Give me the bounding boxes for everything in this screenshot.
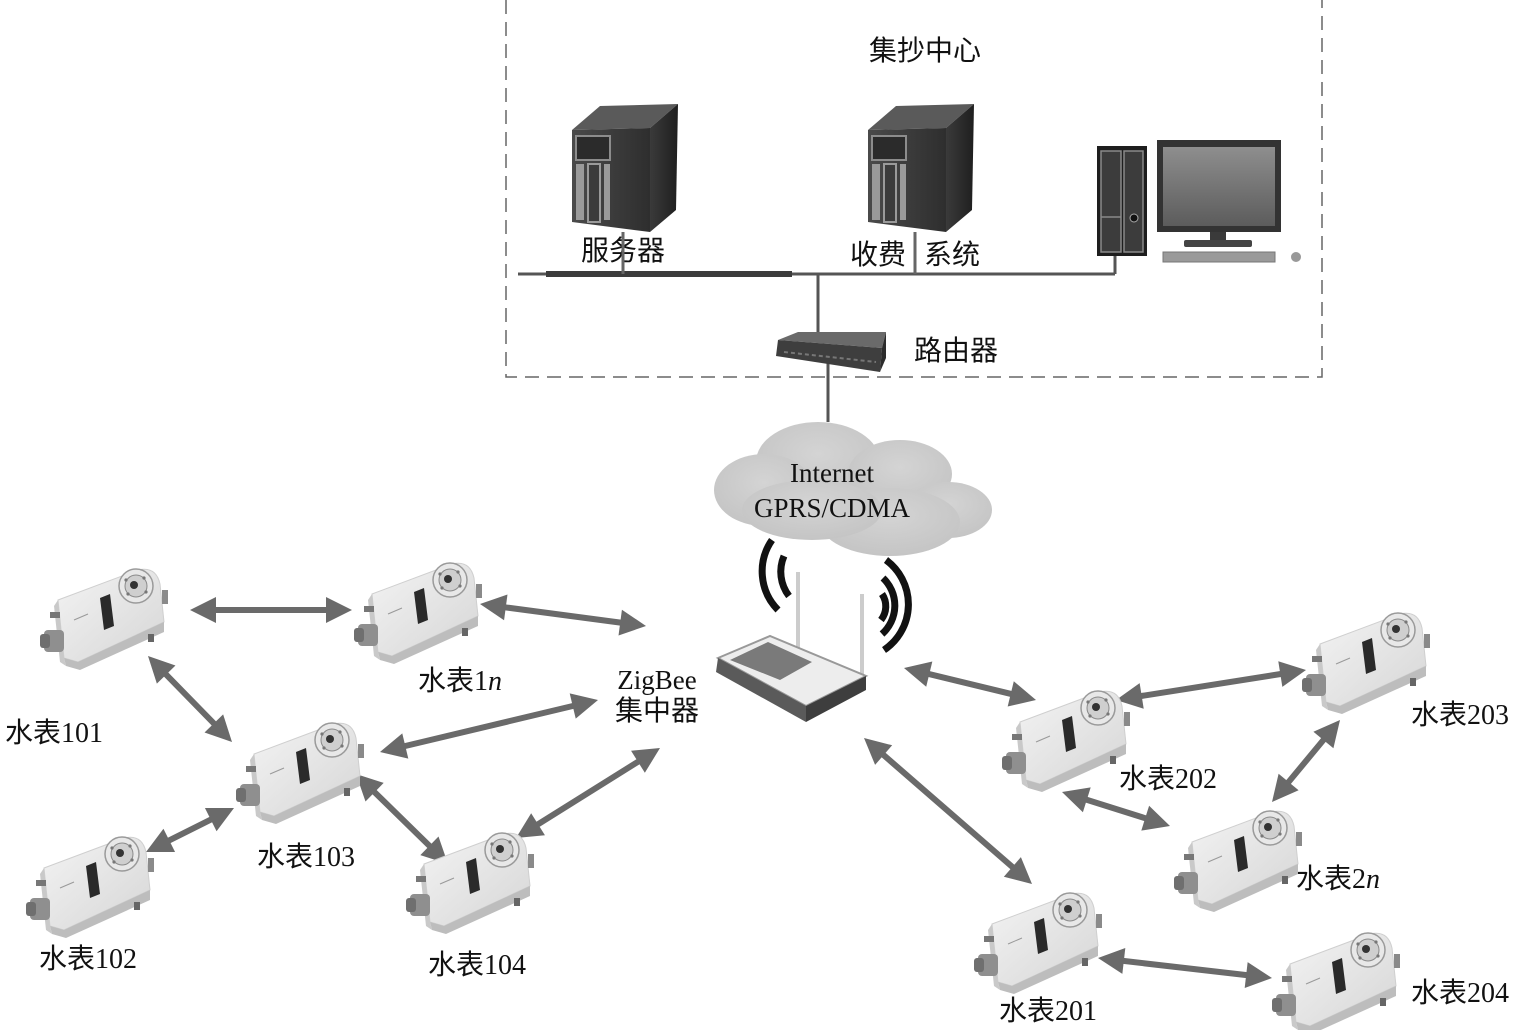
arrow-head-start: [864, 738, 893, 765]
arrow-head-start: [1098, 948, 1126, 974]
water-meter-101-icon: [39, 568, 168, 671]
cloud-label-gprs-cdma: GPRS/CDMA: [754, 493, 911, 523]
meter-label-103: 水表103: [257, 841, 355, 873]
arrow-head-start: [904, 661, 933, 687]
lan-bus: [518, 232, 1117, 422]
meter-label-203: 水表203: [1411, 699, 1509, 731]
arrow-head-end: [631, 748, 660, 773]
arrow-head-start: [1313, 720, 1340, 749]
cloud-icon: [714, 422, 992, 556]
water-meter-104-icon: [405, 832, 534, 935]
link-line: [877, 748, 1019, 874]
meter-label-204: 水表204: [1411, 977, 1509, 1009]
water-meter-202-icon: [1001, 690, 1130, 793]
arrow-head-start: [1062, 787, 1091, 813]
arrow-head-end: [1272, 773, 1299, 802]
billing-server-icon: [868, 104, 974, 232]
meter-label-201: 水表201: [999, 995, 1097, 1027]
water-meter-102-icon: [25, 836, 154, 939]
arrow-head-end: [326, 597, 352, 623]
arrow-head-end: [204, 808, 234, 832]
arrow-head-start: [148, 656, 176, 684]
billing-system-label-2: 系统: [924, 239, 980, 271]
arrow-head-end: [1278, 661, 1306, 687]
arrow-head-end: [204, 714, 232, 742]
arrow-head-start: [516, 813, 545, 838]
meter-label-104: 水表104: [428, 949, 526, 981]
router-icon: [776, 332, 886, 372]
link-arrow-concentrator-201: [864, 738, 1032, 884]
meter-label-1n-suffix: n: [488, 666, 502, 697]
link-arrow-103-concentrator: [380, 693, 598, 759]
arrow-head-end: [1244, 962, 1272, 988]
water-meter-103-icon: [235, 722, 364, 825]
link-arrow-203-2n: [1272, 720, 1340, 802]
link-arrow-concentrator-202: [904, 661, 1036, 707]
meter-label-202: 水表202: [1119, 763, 1217, 795]
link-arrow-1n-concentrator: [480, 594, 646, 636]
concentrator-label-name: 集中器: [615, 695, 699, 727]
concentrator-label-zigbee: ZigBee: [617, 665, 696, 695]
wireless-signal-right-icon: [878, 557, 912, 653]
link-line: [1282, 733, 1330, 789]
link-line: [922, 669, 1018, 699]
link-line: [162, 814, 218, 846]
water-meter-204-icon: [1271, 932, 1400, 1030]
link-line: [368, 785, 436, 853]
meter-layer: [25, 562, 1430, 1030]
server-icon: [572, 104, 678, 232]
link-line: [1080, 795, 1152, 823]
arrow-head-end: [1003, 857, 1032, 884]
water-meter-1n-icon: [353, 562, 482, 665]
link-line: [1135, 670, 1287, 700]
router-label: 路由器: [914, 335, 998, 367]
link-arrow-102-103: [146, 808, 234, 852]
water-meter-203-icon: [1301, 612, 1430, 715]
link-arrow-202-203: [1116, 661, 1306, 709]
billing-system-label-1: 收费: [850, 239, 906, 271]
collection-center-boundary: [505, 0, 1323, 378]
link-line: [159, 668, 221, 730]
arrow-head-end: [1141, 805, 1170, 831]
meter-label-2n-prefix: 水表2: [1296, 863, 1366, 895]
link-arrow-101-1n: [190, 597, 352, 623]
meter-label-101: 水表101: [5, 717, 103, 749]
meter-label-2n: 水表2n: [1296, 863, 1380, 895]
collection-center-title: 集抄中心: [869, 35, 981, 67]
cloud-label-internet: Internet: [790, 458, 874, 488]
arrow-head-start: [1116, 683, 1144, 709]
water-meter-201-icon: [973, 892, 1102, 995]
arrow-head-end: [569, 693, 598, 719]
meter-label-1n: 水表1n: [418, 665, 502, 697]
link-arrow-201-204: [1098, 948, 1272, 988]
meter-label-1n-prefix: 水表1: [418, 665, 488, 697]
link-line: [398, 701, 580, 751]
link-arrow-103-104: [356, 774, 448, 864]
zigbee-concentrator-icon: [715, 572, 869, 722]
meter-label-102: 水表102: [39, 943, 137, 975]
link-arrow-104-concentrator: [516, 748, 660, 838]
water-meter-2n-icon: [1173, 810, 1302, 913]
arrow-head-start: [190, 597, 216, 623]
arrow-head-end: [618, 609, 646, 636]
arrow-head-end: [1007, 681, 1036, 707]
arrow-head-start: [380, 733, 409, 759]
arrow-head-start: [480, 594, 508, 621]
arrow-head-start: [146, 828, 176, 852]
arrow-head-start: [356, 774, 384, 802]
wireless-signal-left-icon: [758, 538, 792, 613]
link-line: [531, 756, 645, 830]
link-line: [1117, 957, 1253, 979]
link-arrow-101-103: [148, 656, 232, 742]
link-layer: [146, 594, 1340, 988]
link-line: [499, 603, 627, 627]
desktop-computer-icon: [1097, 140, 1301, 263]
meter-label-2n-suffix: n: [1366, 864, 1380, 895]
link-arrow-202-2n: [1062, 787, 1170, 831]
